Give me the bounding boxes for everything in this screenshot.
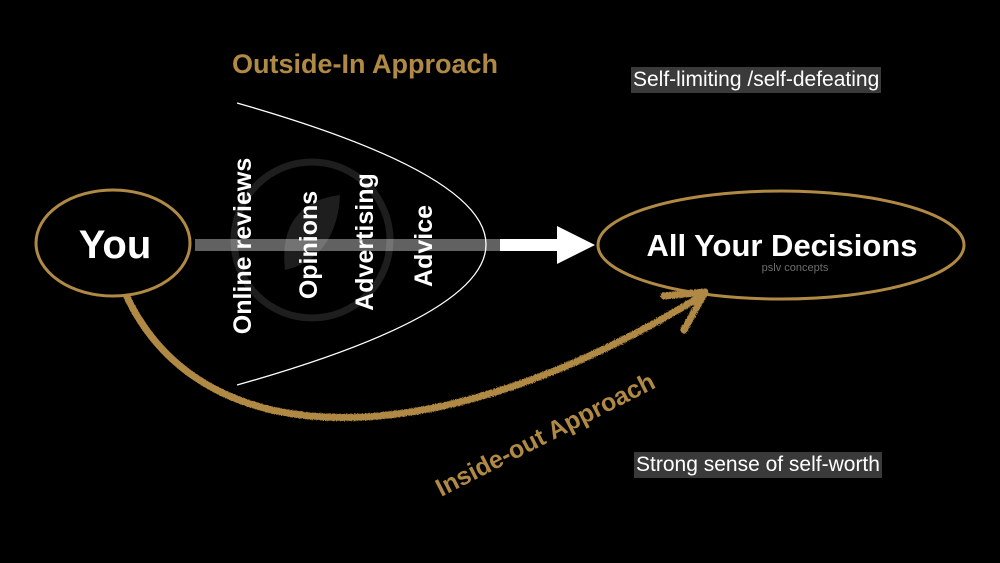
node-you: You: [34, 188, 192, 298]
outside-in-arrow: [195, 226, 595, 264]
node-decisions-label: All Your Decisions: [646, 228, 917, 263]
filter-label-advice: Advice: [410, 205, 438, 287]
filter-label-opinions: Opinions: [295, 191, 323, 299]
filter-label-online-reviews: Online reviews: [229, 158, 257, 334]
watermark-text: pslv concepts: [762, 262, 829, 274]
inside-out-arrowhead-icon: [660, 288, 709, 334]
watermark-logo-icon: [230, 158, 394, 322]
outside-in-funnel: [236, 102, 487, 386]
outside-in-title: Outside-In Approach: [232, 49, 498, 79]
node-decisions: All Your Decisions pslv concepts: [596, 189, 966, 301]
inside-out-title: Inside-out Approach: [431, 367, 659, 502]
node-you-label: You: [79, 223, 152, 267]
note-self-worth: Strong sense of self-worth: [634, 452, 882, 478]
filter-label-advertising: Advertising: [351, 173, 379, 311]
note-self-limiting: Self-limiting /self-defeating: [631, 67, 882, 93]
inside-out-arrow: [123, 288, 709, 421]
